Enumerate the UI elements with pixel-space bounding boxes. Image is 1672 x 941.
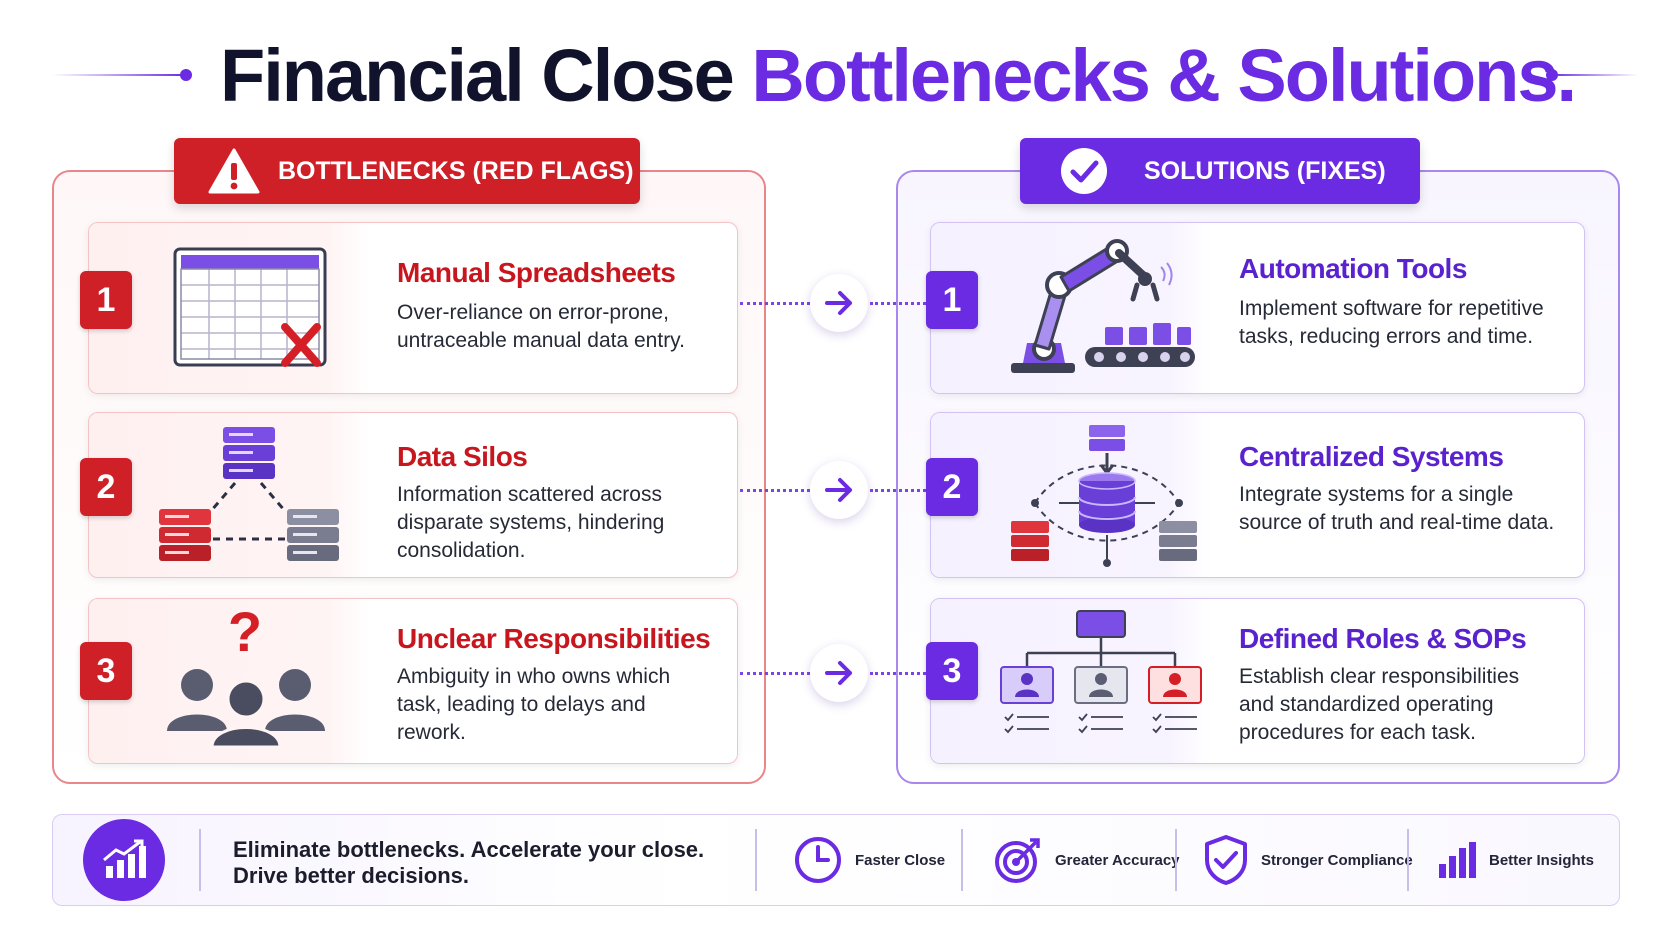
robot-arm-icon — [1011, 239, 1195, 373]
tagline: Eliminate bottlenecks. Accelerate your c… — [233, 837, 704, 889]
solution-number-1: 1 — [926, 271, 978, 329]
title-part-2: Bottlenecks & Solutions. — [751, 34, 1577, 117]
title-part-1: Financial Close — [220, 34, 735, 117]
solution-desc-2: Integrate systems for a single source of… — [1239, 483, 1555, 534]
connector-dash-3b — [870, 672, 926, 675]
server-purple — [223, 427, 275, 479]
solution-title-2: Centralized Systems — [1239, 441, 1504, 472]
connector-arrow-3 — [810, 644, 868, 702]
benefit-stronger-compliance: Stronger Compliance — [1203, 829, 1413, 891]
bottlenecks-header: BOTTLENECKS (RED FLAGS) — [174, 138, 640, 204]
role-card-purple — [1000, 666, 1054, 704]
bar-divider — [1175, 829, 1177, 891]
bar-divider — [755, 829, 757, 891]
benefit-label: Greater Accuracy — [1055, 851, 1180, 869]
bottleneck-number-3: 3 — [80, 642, 132, 700]
solution-number-2: 2 — [926, 458, 978, 516]
benefits-bar: Eliminate bottlenecks. Accelerate your c… — [52, 814, 1620, 906]
spreadsheet-error-icon — [173, 247, 327, 367]
arrow-right-icon — [825, 291, 852, 315]
tagline-line-1: Eliminate bottlenecks. Accelerate your c… — [233, 837, 705, 862]
bottleneck-illustration-1 — [89, 223, 369, 393]
solution-desc-3: Establish clear responsibilities and sta… — [1239, 665, 1520, 744]
bottleneck-card-1: Manual Spreadsheets Over-reliance on err… — [88, 222, 738, 394]
benefit-label: Better Insights — [1489, 851, 1595, 869]
arrow-right-icon — [825, 661, 852, 685]
solution-desc-1: Implement software for repetitive tasks,… — [1239, 297, 1544, 348]
org-chart-icon — [1000, 610, 1202, 734]
bar-divider — [1407, 829, 1409, 891]
tagline-line-2: Drive better decisions. — [233, 863, 469, 888]
confused-team-icon: ? — [167, 600, 325, 749]
bar-chart-icon — [1439, 842, 1476, 878]
bottleneck-number-2: 2 — [80, 458, 132, 516]
role-card-gray — [1074, 666, 1128, 704]
bottleneck-card-3: ? Unclear Responsibilities Ambiguity in … — [88, 598, 738, 764]
solutions-header: SOLUTIONS (FIXES) — [1020, 138, 1420, 204]
connector-dash-3a — [740, 672, 810, 675]
connector-dash-2b — [870, 489, 926, 492]
svg-text:?: ? — [228, 600, 262, 663]
bottleneck-desc-2: Information scattered across disparate s… — [397, 483, 665, 562]
solution-illustration-2 — [931, 413, 1211, 577]
clock-icon — [795, 837, 841, 883]
check-circle-icon — [1054, 146, 1114, 196]
role-card-red — [1148, 666, 1202, 704]
server-red — [159, 509, 211, 561]
title-decoration-right — [1550, 74, 1638, 76]
bottleneck-number-1: 1 — [80, 271, 132, 329]
solution-title-3: Defined Roles & SOPs — [1239, 623, 1527, 654]
title-decoration-left — [52, 74, 186, 76]
arrow-right-icon — [825, 478, 852, 502]
benefit-label: Faster Close — [855, 851, 946, 869]
connector-dash-2a — [740, 489, 810, 492]
central-database-icon — [1011, 425, 1197, 567]
benefit-label: Stronger Compliance — [1261, 851, 1413, 869]
bottleneck-desc-3: Ambiguity in who owns which task, leadin… — [397, 665, 671, 744]
solution-card-2: Centralized Systems Integrate systems fo… — [930, 412, 1585, 578]
bottleneck-desc-1: Over-reliance on error-prone, untraceabl… — [397, 301, 685, 352]
bottleneck-title-1: Manual Spreadsheets — [397, 257, 676, 288]
bottleneck-title-3: Unclear Responsibilities — [397, 623, 711, 654]
connector-dash-1a — [740, 302, 810, 305]
solution-card-1: Automation Tools Implement software for … — [930, 222, 1585, 394]
bottlenecks-header-label: BOTTLENECKS (RED FLAGS) — [278, 156, 634, 185]
bar-divider — [199, 829, 201, 891]
title-dot-left — [180, 69, 192, 81]
solutions-header-label: SOLUTIONS (FIXES) — [1144, 156, 1386, 185]
connector-dash-1b — [870, 302, 926, 305]
connector-arrow-2 — [810, 461, 868, 519]
title-row: Financial Close Bottlenecks & Solutions. — [0, 26, 1672, 122]
page-title: Financial Close Bottlenecks & Solutions. — [220, 32, 1577, 120]
solution-number-3: 3 — [926, 642, 978, 700]
solution-card-3: Defined Roles & SOPs Establish clear res… — [930, 598, 1585, 764]
warning-icon — [204, 146, 264, 196]
shield-check-icon — [1205, 835, 1247, 885]
bar-divider — [961, 829, 963, 891]
benefit-better-insights: Better Insights — [1437, 829, 1594, 891]
bottleneck-illustration-2 — [89, 413, 369, 577]
bottleneck-illustration-3: ? — [89, 599, 369, 763]
target-icon — [995, 838, 1040, 883]
bottleneck-title-2: Data Silos — [397, 441, 528, 472]
bottleneck-card-2: Data Silos Information scattered across … — [88, 412, 738, 578]
server-gray — [287, 509, 339, 561]
solution-title-1: Automation Tools — [1239, 253, 1467, 284]
growth-chart-icon — [83, 819, 165, 901]
benefit-faster-close: Faster Close — [793, 829, 945, 891]
disconnected-servers-icon — [159, 427, 339, 561]
connector-arrow-1 — [810, 274, 868, 332]
benefit-greater-accuracy: Greater Accuracy — [993, 829, 1180, 891]
